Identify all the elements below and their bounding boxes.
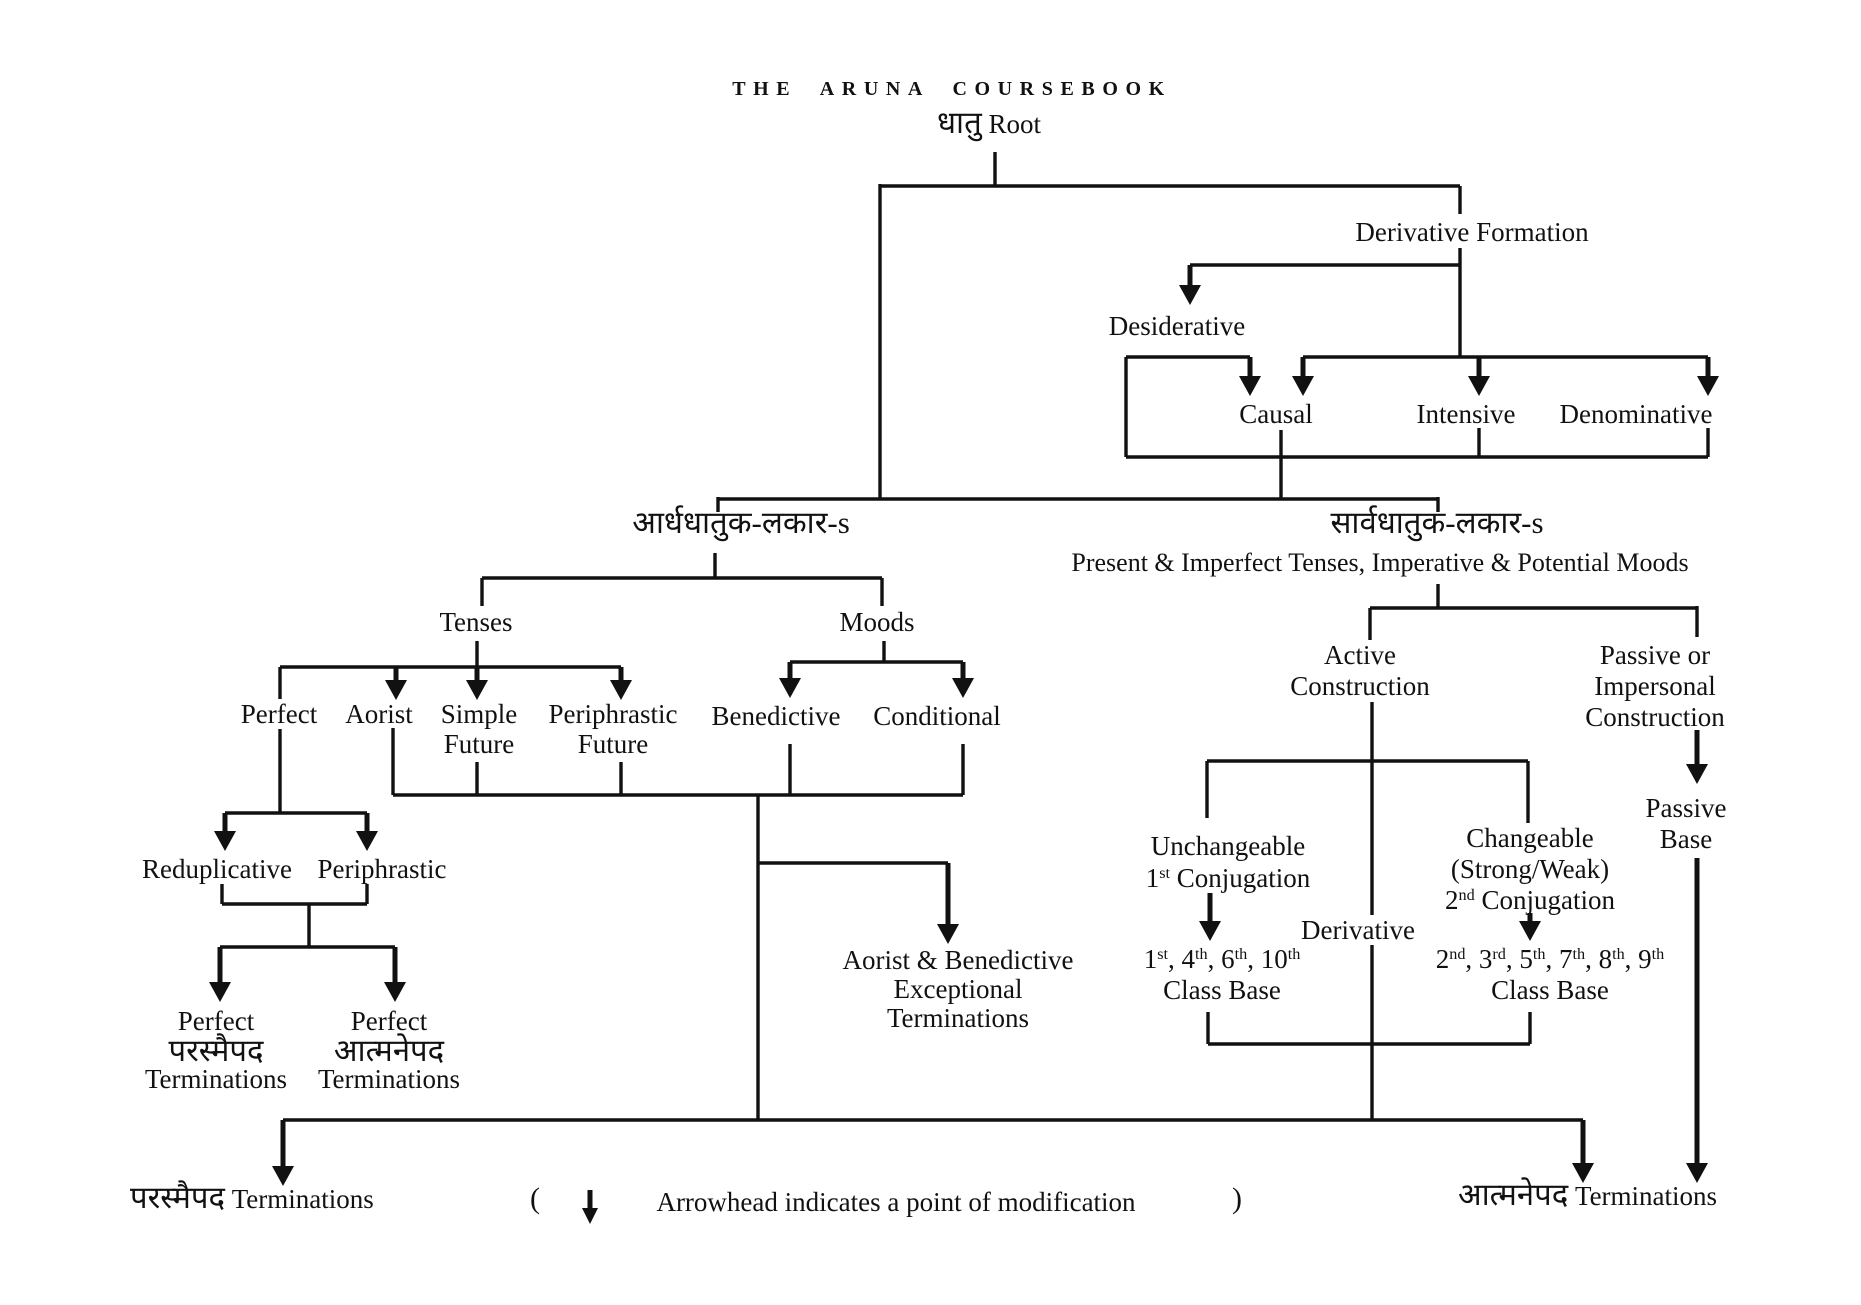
node-perfect-atmanepada-terminations: Perfect आत्मनेपद Terminations xyxy=(317,1006,461,1094)
node-perfect-parasmaipada-terminations: Perfect परस्मैपद Terminations xyxy=(144,1006,288,1094)
node-passive-impersonal-construction: Passive or Impersonal Construction xyxy=(1585,640,1725,732)
arrow-to-atmanepada-terminations xyxy=(1572,1120,1594,1183)
node-class-base-2-3-5-7-8-9: 2nd, 3rd, 5th, 7th, 8th, 9th Class Base xyxy=(1435,944,1665,1005)
arrow-to-periphrastic-future xyxy=(610,667,632,700)
node-unchangeable-conjugation: Unchangeable 1st Conjugation xyxy=(1145,831,1311,893)
arrow-passive-base-to-terminations xyxy=(1686,858,1708,1183)
node-desiderative: Desiderative xyxy=(1108,311,1246,341)
arrow-to-aorist xyxy=(385,667,407,700)
arrow-to-perfect-parasmaipada xyxy=(209,947,231,1002)
node-passive-base: Passive Base xyxy=(1645,793,1727,854)
arrow-to-perfect-atmanepada xyxy=(384,947,406,1002)
arrow-to-intensive xyxy=(1468,357,1490,396)
node-conditional: Conditional xyxy=(873,701,1001,731)
node-derivative-formation: Derivative Formation xyxy=(1355,217,1589,247)
node-root-devanagari: धातु xyxy=(936,105,982,140)
arrow-desiderative-to-causal xyxy=(1239,357,1261,396)
legend-open-paren: ( xyxy=(530,1182,540,1215)
node-simple-future: Simple Future xyxy=(440,699,518,759)
node-denominative: Denominative xyxy=(1559,399,1713,429)
arrow-derivative-to-causal xyxy=(1292,357,1314,396)
node-causal: Causal xyxy=(1239,399,1313,429)
node-intensive: Intensive xyxy=(1416,399,1516,429)
legend-text: Arrowhead indicates a point of modificat… xyxy=(656,1187,1136,1217)
node-parasmaipada-terminations: परस्मैपद Terminations xyxy=(130,1180,374,1215)
node-benedictive: Benedictive xyxy=(711,701,841,731)
node-root: धातु Root xyxy=(936,105,1042,140)
node-root-english: Root xyxy=(988,109,1042,139)
node-sarvadhatuka-lakaras: सार्वधातुक-लकार-s xyxy=(1330,505,1544,540)
arrow-to-class-base-b xyxy=(1519,913,1541,941)
node-atmanepada-terminations: आत्मनेपद Terminations xyxy=(1458,1177,1718,1212)
arrow-to-exceptional-terminations xyxy=(937,863,959,944)
node-reduplicative: Reduplicative xyxy=(142,854,292,884)
arrow-to-benedictive xyxy=(779,662,801,698)
node-aorist: Aorist xyxy=(345,699,413,729)
arrow-to-class-base-a xyxy=(1199,893,1221,941)
arrow-to-desiderative xyxy=(1179,265,1201,305)
node-aorist-benedictive-exceptional-terminations: Aorist & Benedictive Exceptional Termina… xyxy=(842,945,1074,1033)
arrow-to-periphrastic xyxy=(356,813,378,851)
node-class-base-1-4-6-10: 1st, 4th, 6th, 10th Class Base xyxy=(1143,944,1301,1005)
tree-lines xyxy=(220,152,1710,1122)
node-derivative: Derivative xyxy=(1297,915,1419,945)
legend-close-paren: ) xyxy=(1232,1182,1242,1215)
node-perfect: Perfect xyxy=(236,699,322,729)
node-ardhadhatuka-lakaras: आर्धधातुक-लकार-s xyxy=(632,505,850,540)
node-sarvadhatuka-subtitle: Present & Imperfect Tenses, Imperative &… xyxy=(1071,548,1689,577)
node-tenses: Tenses xyxy=(439,607,513,637)
arrow-to-denominative xyxy=(1697,357,1719,396)
node-changeable-conjugation: Changeable (Strong/Weak) 2nd Conjugation xyxy=(1445,823,1615,915)
arrow-to-passive-base xyxy=(1686,730,1708,784)
node-periphrastic: Periphrastic xyxy=(317,854,447,884)
arrow-to-simple-future xyxy=(466,667,488,700)
node-periphrastic-future: Periphrastic Future xyxy=(548,699,678,759)
arrow-to-conditional xyxy=(952,662,974,698)
node-active-construction: Active Construction xyxy=(1290,640,1430,701)
arrow-to-reduplicative xyxy=(214,813,236,851)
legend-arrow-icon xyxy=(582,1190,598,1224)
page-title: THE ARUNA COURSEBOOK xyxy=(732,78,1172,100)
arrow-to-parasmaipada-terminations xyxy=(272,1120,294,1186)
node-moods: Moods xyxy=(839,607,915,637)
